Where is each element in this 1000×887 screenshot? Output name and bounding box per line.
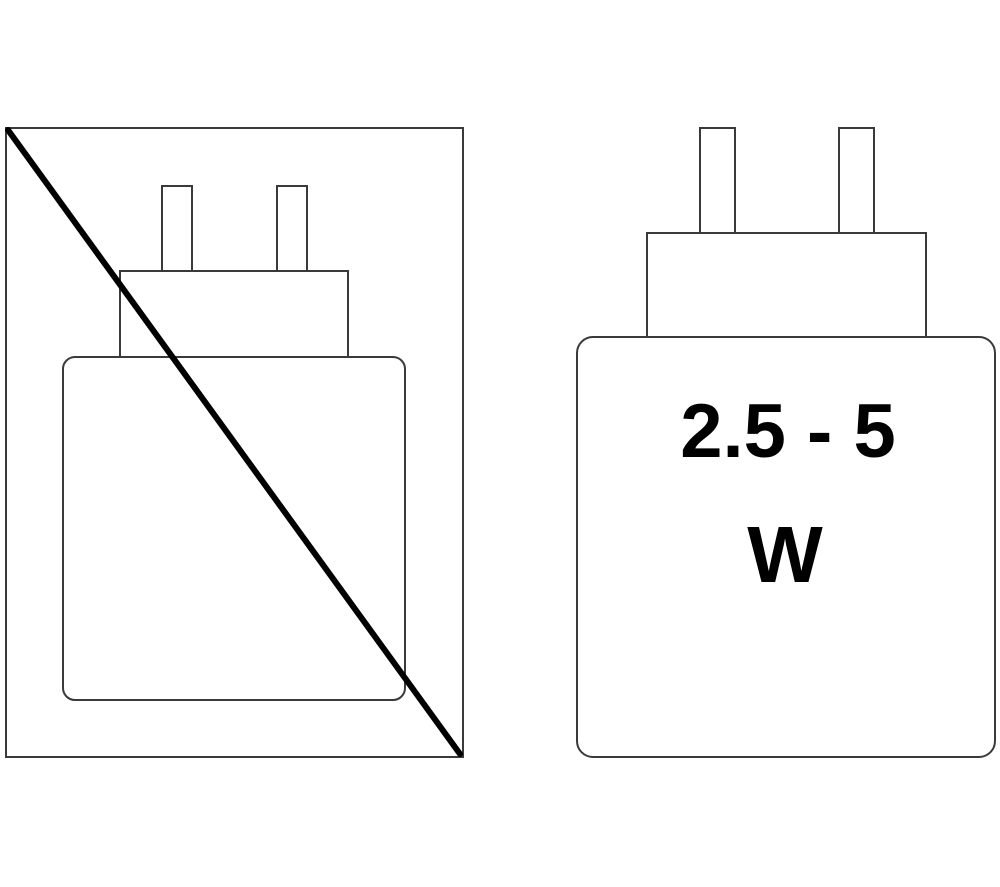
crossed-out-charger-icon <box>5 127 464 758</box>
right-charger-prong-right <box>838 127 875 234</box>
left-charger-body <box>62 356 406 701</box>
right-charger-prong-left <box>699 127 736 234</box>
right-charger-neck <box>646 232 927 338</box>
strike-through-line <box>5 127 463 757</box>
power-unit-label: W <box>747 510 823 599</box>
charger-icon: 2.5 - 5 W <box>576 127 996 758</box>
left-charger-prong-left <box>161 185 193 272</box>
left-charger-neck <box>119 270 349 358</box>
exclusion-frame <box>5 127 464 758</box>
power-range-label: 2.5 - 5 <box>680 389 895 474</box>
right-charger-body <box>576 336 996 758</box>
left-charger-prong-right <box>276 185 308 272</box>
